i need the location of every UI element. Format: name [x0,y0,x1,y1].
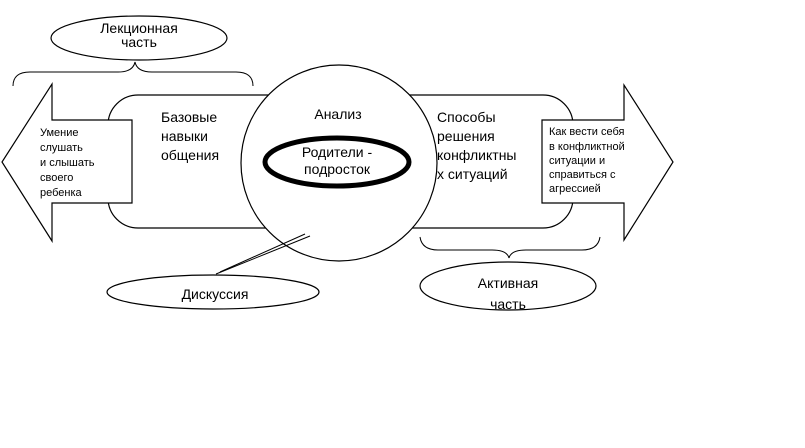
active-label-line-2: часть [490,296,526,312]
analysis-label: Анализ [314,106,361,122]
discussion-label: Дискуссия [182,286,249,302]
active-ellipse [419,261,597,311]
lecture-brace [12,61,254,87]
left-arrow-line-3: и слышать [40,157,95,169]
left-arrow-line-2: слушать [40,142,83,154]
active-label-line-1: Активная [478,275,538,291]
left-arrow-line-1: Умение [40,127,79,139]
left-arrow-line-4: своего [40,172,73,184]
center-text-line-1: Родители - [302,144,373,160]
methods-line-2: решения [437,128,495,144]
base-skills-line-1: Базовые [161,109,217,125]
lecture-label-line-1: Лекционная [100,20,178,36]
lecture-ellipse [50,15,228,61]
right-arrow-line-5: агрессией [549,183,601,195]
right-arrow-line-2: в конфликтной [549,141,625,153]
discussion-ellipse [106,274,320,310]
active-brace [419,236,601,259]
discussion-connector-2 [215,235,311,275]
right-arrow-line-1: Как вести себя [549,126,625,138]
right-arrow-line-4: справиться с [549,169,616,181]
right-arrow [541,82,674,243]
center-ellipse [262,135,412,189]
right-arrow-line-3: ситуации и [549,155,605,167]
methods-line-4: х ситуаций [437,166,508,182]
base-skills-line-3: общения [161,147,219,163]
left-arrow-line-5: ребенка [40,187,83,199]
methods-line-3: конфликтны [437,147,517,163]
discussion-connector-1 [219,233,306,273]
lecture-label-line-2: часть [121,34,157,50]
base-skills-line-2: навыки [161,128,208,144]
center-text-line-2: подросток [304,161,371,177]
left-arrow [1,81,133,244]
methods-line-1: Способы [437,109,496,125]
